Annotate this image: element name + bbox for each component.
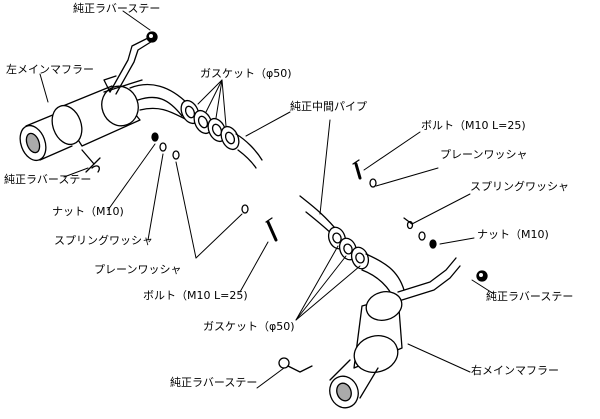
right-main-muffler	[329, 253, 461, 409]
label-rubber-stay-left: 純正ラバーステー	[4, 173, 92, 186]
label-spring-washer-right: スプリングワッシャ	[470, 180, 569, 193]
left-main-muffler	[19, 35, 197, 162]
rubber-stay-bottom	[278, 357, 313, 373]
leader-lines	[39, 10, 495, 389]
label-bolt-left: ボルト（M10 L=25)	[143, 289, 248, 302]
label-bolt-right: ボルト（M10 L=25)	[421, 119, 526, 132]
label-center-pipe: 純正中間パイプ	[290, 100, 367, 113]
label-gasket-bottom: ガスケット（φ50)	[203, 320, 295, 333]
label-spring-washer-left: スプリングワッシャ	[54, 234, 153, 247]
rubber-stay-left	[81, 149, 101, 173]
rubber-stay-top	[146, 31, 158, 43]
label-right-main-muffler: 右メインマフラー	[471, 364, 559, 377]
label-plain-washer-right: プレーンワッシャ	[440, 148, 528, 161]
hardware-left	[151, 132, 278, 242]
label-left-main-muffler: 左メインマフラー	[6, 63, 94, 76]
label-rubber-stay-right: 純正ラバーステー	[486, 290, 574, 303]
label-rubber-stay-top: 純正ラバーステー	[73, 2, 161, 15]
label-nut-left: ナット（M10)	[52, 205, 124, 218]
gasket-right-stack	[327, 226, 370, 270]
label-rubber-stay-bottom: 純正ラバーステー	[170, 376, 258, 389]
center-pipe-left	[235, 133, 263, 169]
label-gasket-top: ガスケット（φ50)	[200, 67, 292, 80]
gasket-left-stack	[180, 99, 240, 151]
label-plain-washer-left: プレーンワッシャ	[94, 263, 182, 276]
hardware-right	[352, 159, 437, 249]
rubber-stay-right	[476, 270, 488, 282]
label-nut-right: ナット（M10)	[477, 228, 549, 241]
